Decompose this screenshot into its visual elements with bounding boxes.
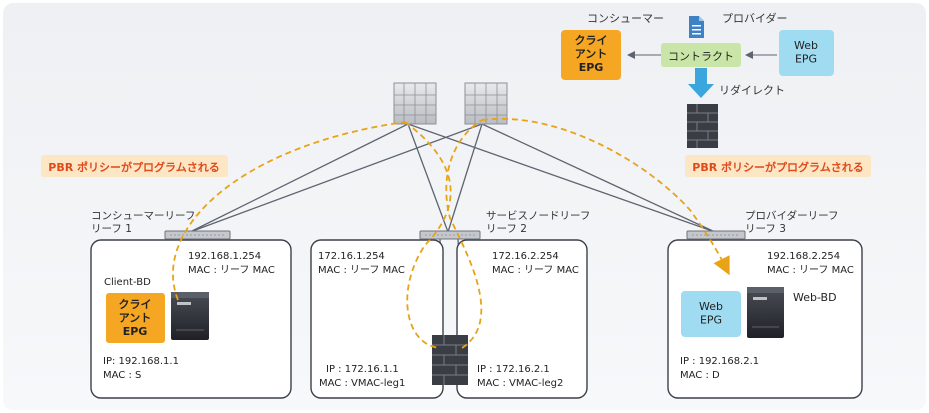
client-epg-tile [106,293,165,343]
web-gw-mac: MAC : リーフ MAC [767,265,854,276]
leg2-ip: IP : 172.16.2.1 [477,364,550,375]
service-left-gw-ip: 172.16.1.254 [318,251,385,262]
contract-document-icon [689,16,704,38]
service-right-gw-mac: MAC : リーフ MAC [492,265,579,276]
pbr-callout-right [685,155,871,177]
leaf-switch-1 [164,230,231,240]
web-ip: IP : 192.168.2.1 [680,356,759,367]
leg1-mac: MAC : VMAC-leg1 [319,378,405,389]
pbr-callout-left [41,155,228,177]
client-ip: IP: 192.168.1.1 [103,356,179,367]
redirect-arrow [688,68,714,98]
redirect-label: リダイレクト [719,83,785,97]
service-right-gw-ip: 172.16.2.254 [492,251,559,262]
spine-switch-2 [464,82,508,125]
contract-box [661,43,741,67]
provider-label: プロバイダー [722,11,788,25]
contract-label: コントラクト [668,50,734,63]
client-epg-box [561,30,621,80]
web-gw-ip: 192.168.2.254 [767,251,840,262]
pbr-callout-right-text: PBR ポリシーがプログラムされる [692,160,863,174]
client-bd-name: Client-BD [104,277,151,288]
spine-switch-1 [393,82,437,125]
service-bd-right-box [456,239,588,399]
pbr-callout-left-text: PBR ポリシーがプログラムされる [48,160,219,174]
client-gw-ip: 192.168.1.254 [188,251,261,262]
leg2-mac: MAC : VMAC-leg2 [477,378,563,389]
client-mac: MAC : S [103,370,141,381]
service-left-gw-mac: MAC : リーフ MAC [318,265,405,276]
service-firewall-icon [432,335,468,385]
web-epg-tile [681,291,741,337]
service-leaf-label: サービスノードリーフリーフ 2 [486,210,590,235]
web-bd-name: Web-BD [793,291,837,304]
pbr-traffic-path [172,117,730,349]
firewall-icon [687,104,718,148]
leg1-ip: IP : 172.16.1.1 [326,364,399,375]
web-server-icon [747,287,784,338]
leaf-switch-2 [419,230,481,240]
provider-leaf-label: プロバイダーリーフリーフ 3 [745,209,838,235]
web-mac: MAC : D [680,370,720,381]
client-server-icon [171,292,209,340]
consumer-label: コンシューマー [587,12,664,25]
client-gw-mac: MAC : リーフ MAC [188,265,275,276]
leaf-switch-3 [686,230,746,240]
consumer-leaf-label: コンシューマーリーフリーフ 1 [91,210,195,235]
web-epg-box [779,30,834,76]
